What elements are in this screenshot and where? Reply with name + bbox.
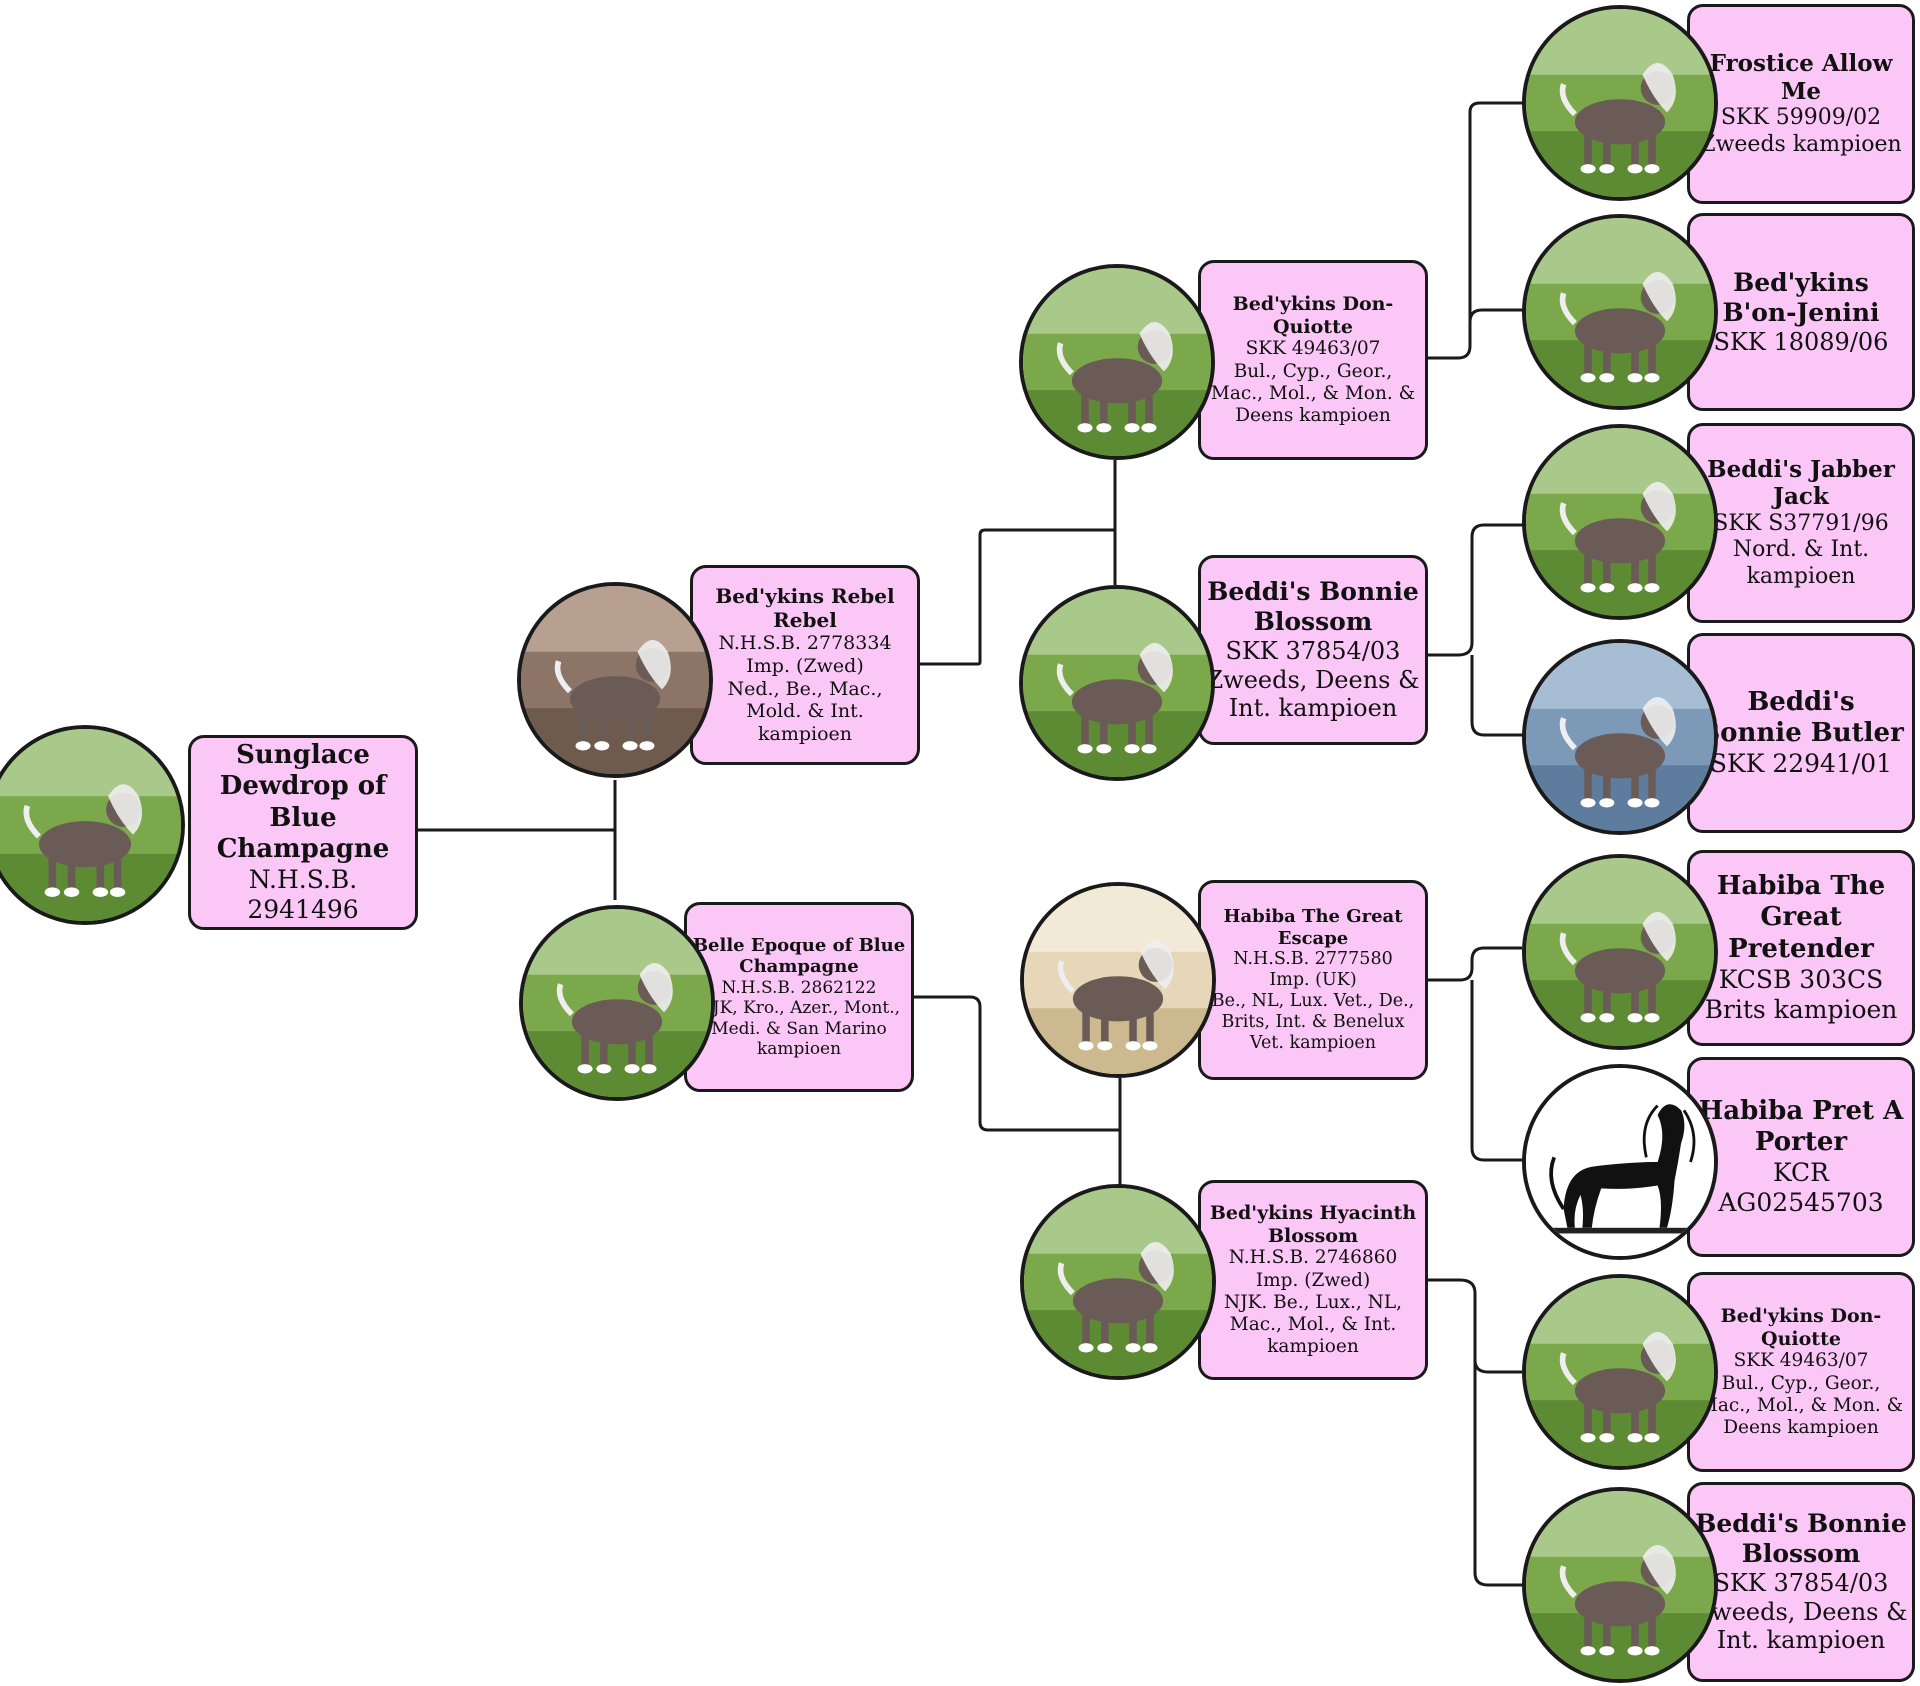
connector-dam	[913, 995, 1122, 1190]
dog-detail: Bul., Cyp., Geor., Mac., Mol., & Mon. & …	[1210, 360, 1416, 426]
registration-number: SKK S37791/96	[1713, 511, 1889, 536]
dog-photo	[1522, 1487, 1718, 1683]
connector-hyacinth	[1428, 1278, 1522, 1587]
dog-photo	[1522, 854, 1718, 1050]
connector-great-escape	[1428, 946, 1522, 1162]
registration-number: SKK 37854/03	[1713, 1568, 1889, 1597]
dog-photo	[1522, 214, 1718, 410]
registration-number: SKK 59909/02	[1720, 105, 1882, 131]
registration-number: N.H.S.B. 2941496	[247, 864, 359, 924]
dog-photo	[1522, 5, 1718, 201]
registration-number: KCSB 303CS	[1718, 964, 1884, 994]
dog-detail: NJK, Kro., Azer., Mont., Medi. & San Mar…	[697, 998, 901, 1059]
registration-number: SKK 22941/01	[1709, 749, 1893, 779]
registration-number: N.H.S.B. 2862122	[721, 977, 877, 998]
registration-number: SKK 49463/07	[1733, 1350, 1869, 1372]
dog-name: Bed'ykins B'on-Jenini	[1722, 267, 1880, 327]
dog-photo	[1019, 585, 1215, 781]
dog-name: Habiba The Great Pretender	[1716, 871, 1886, 964]
dog-name: Sunglace Dewdrop of Blue Champagne	[216, 740, 390, 864]
registration-number: SKK 49463/07	[1245, 338, 1381, 360]
dog-photo	[1019, 264, 1215, 460]
connector-don-quiotte	[1428, 101, 1540, 360]
dog-name: Beddi's Bonnie Butler	[1698, 686, 1904, 748]
registration-number: N.H.S.B. 2778334	[718, 632, 892, 654]
dog-name: Bed'ykins Don-Quiotte	[1232, 292, 1394, 338]
dog-photo	[1522, 1274, 1718, 1470]
dog-detail: Bul., Cyp., Geor., Mac., Mol., & Mon. & …	[1698, 1372, 1904, 1438]
registration-number: SKK 37854/03	[1225, 636, 1401, 665]
dog-detail: Zweeds, Deens & Int. kampioen	[1206, 665, 1420, 723]
dog-photo	[0, 725, 185, 925]
dog-detail: Imp. (UK)	[1269, 970, 1357, 991]
dog-name: Habiba The Great Escape	[1223, 905, 1403, 949]
dog-photo	[1522, 424, 1718, 620]
dog-detail: Imp. (Zwed)	[746, 654, 864, 677]
registration-number: KCR AG02545703	[1718, 1158, 1884, 1218]
dog-photo	[519, 905, 715, 1101]
dog-name: Bed'ykins Rebel Rebel	[715, 584, 895, 632]
registration-number: N.H.S.B. 2777580	[1233, 949, 1393, 970]
dog-name: Frostice Allow Me	[1709, 50, 1893, 105]
registration-number: N.H.S.B. 2746860	[1228, 1247, 1398, 1269]
dog-detail: Nord. & Int. kampioen	[1732, 537, 1870, 589]
dog-drawing	[1522, 1064, 1718, 1260]
dog-detail: Imp. (Zwed)	[1255, 1269, 1371, 1291]
dog-name: Beddi's Bonnie Blossom	[1695, 1508, 1907, 1568]
dog-detail: Brits kampioen	[1704, 994, 1898, 1024]
dog-name: Belle Epoque of Blue Champagne	[692, 934, 906, 978]
dog-photo	[1020, 1184, 1216, 1380]
dog-detail: Ned., Be., Mac., Mold. & Int. kampioen	[727, 677, 883, 746]
dog-name: Bed'ykins Hyacinth Blossom	[1209, 1201, 1417, 1247]
dog-detail: Zweeds, Deens & Int. kampioen	[1694, 1597, 1908, 1655]
connector-sire	[918, 460, 1117, 666]
dog-name: Habiba Pret A Porter	[1698, 1095, 1904, 1157]
dog-name: Beddi's Bonnie Blossom	[1207, 576, 1419, 636]
registration-number: SKK 18089/06	[1713, 327, 1889, 356]
dog-name: Bed'ykins Don-Quiotte	[1720, 1304, 1882, 1350]
dog-photo	[517, 582, 713, 778]
dog-name: Beddi's Jabber Jack	[1707, 455, 1895, 511]
connector-bonnie-blossom	[1428, 523, 1540, 737]
dog-detail: Zweeds kampioen	[1700, 131, 1902, 157]
connector-root	[418, 780, 617, 900]
dog-detail: NJK. Be., Lux., NL, Mac., Mol., & Int. k…	[1224, 1291, 1402, 1358]
dog-photo	[1020, 882, 1216, 1078]
dog-detail: Be., NL, Lux. Vet., De., Brits, Int. & B…	[1211, 991, 1415, 1054]
dog-photo	[1522, 639, 1718, 835]
